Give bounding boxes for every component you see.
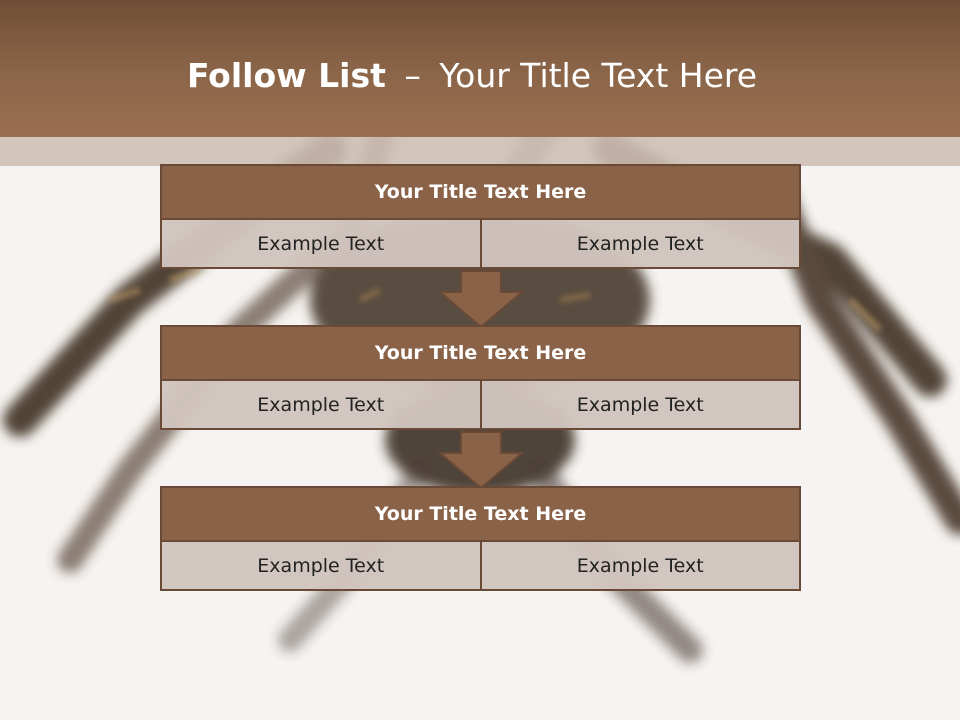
block-title: Your Title Text Here [160,325,801,381]
slide-title-separator: – [404,56,421,95]
block-title: Your Title Text Here [160,164,801,220]
block-row: Example Text Example Text [160,542,801,591]
block-cell-right: Example Text [479,542,799,589]
block-cell-left: Example Text [162,381,480,428]
block-cell-left: Example Text [162,220,480,267]
block-row: Example Text Example Text [160,220,801,269]
title-header-bar [0,0,960,137]
slide-title-rest: Your Title Text Here [439,56,758,95]
block-row: Example Text Example Text [160,381,801,430]
block-cell-right: Example Text [479,381,799,428]
down-arrow-icon [438,431,524,489]
list-block-2: Your Title Text Here Example Text Exampl… [160,325,801,430]
block-title: Your Title Text Here [160,486,801,542]
block-cell-right: Example Text [479,220,799,267]
block-cell-left: Example Text [162,542,480,589]
list-block-3: Your Title Text Here Example Text Exampl… [160,486,801,591]
slide-title: Follow List – Your Title Text Here [0,52,944,100]
slide-title-bold: Follow List [186,56,386,95]
list-block-1: Your Title Text Here Example Text Exampl… [160,164,801,269]
down-arrow-icon [438,270,524,328]
header-accent-band [0,137,960,166]
